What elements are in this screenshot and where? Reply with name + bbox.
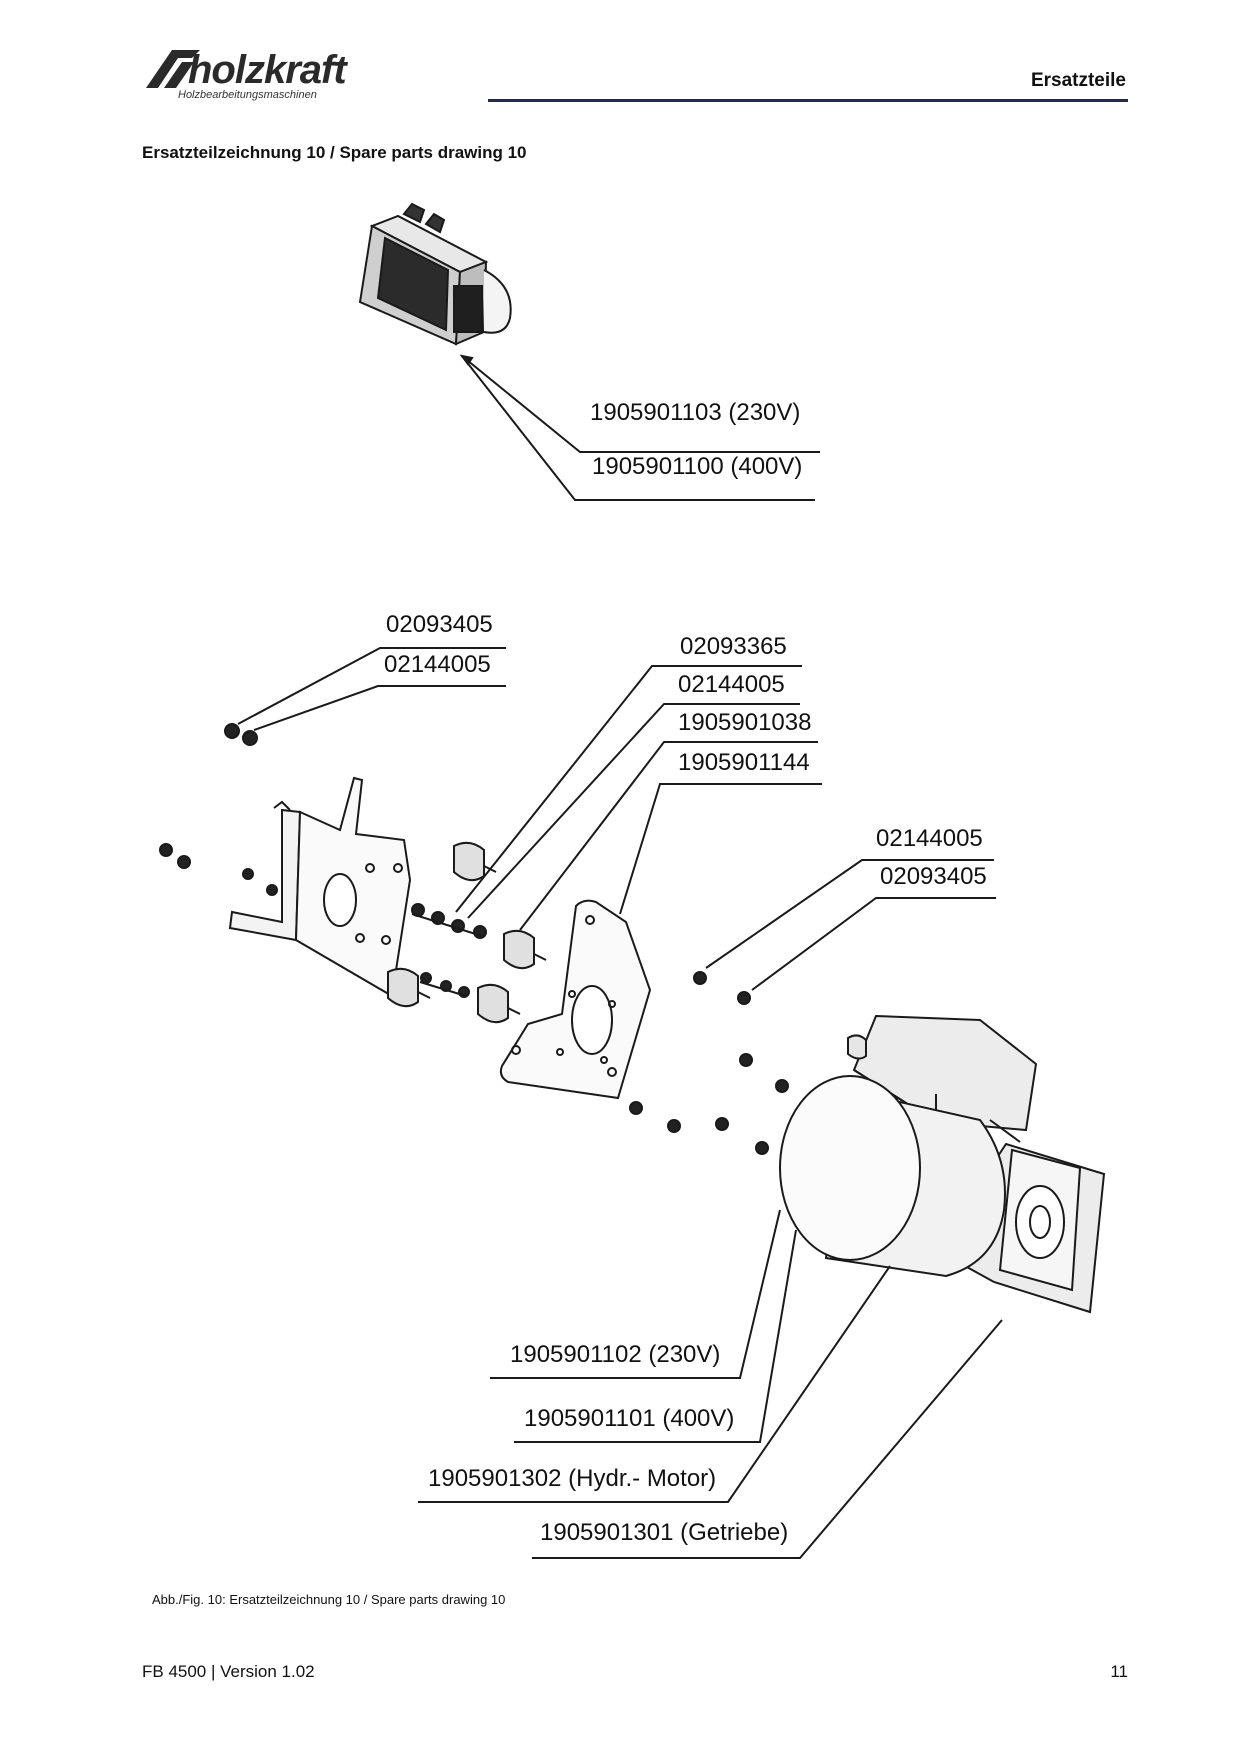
brand-logo: holzkraft Holzbearbeitungsmaschinen	[142, 44, 422, 106]
damper-parts	[387, 841, 547, 1024]
label-mounting-plate: 1905901144	[678, 749, 810, 776]
label-motor-230v: 1905901102 (230V)	[510, 1341, 720, 1368]
header-divider	[488, 99, 1128, 102]
label-hydraulic-motor: 1905901302 (Hydr.- Motor)	[428, 1465, 716, 1492]
footer-document-version: FB 4500 | Version 1.02	[142, 1662, 315, 1681]
label-nut-top-left-b: 02144005	[384, 651, 491, 678]
label-damper: 1905901038	[678, 709, 811, 736]
label-nut-top-left-a: 02093405	[386, 611, 493, 638]
footer-page-number: 11	[1110, 1662, 1128, 1681]
label-bolt-a: 02093365	[680, 633, 787, 660]
label-gearbox: 1905901301 (Getriebe)	[540, 1519, 788, 1546]
figure-caption: Abb./Fig. 10: Ersatzteilzeichnung 10 / S…	[152, 1592, 506, 1607]
logo-subtitle: Holzbearbeitungsmaschinen	[178, 89, 317, 101]
logo-wordmark: holzkraft	[188, 48, 347, 92]
logo-mark-icon	[146, 50, 200, 88]
header-section-title: Ersatzteile	[1030, 70, 1126, 91]
mounting-plate-part	[499, 899, 652, 1100]
label-switch-230v: 1905901103 (230V)	[590, 399, 800, 426]
motor-bracket-part	[228, 776, 412, 998]
label-nut-right-b: 02093405	[880, 863, 987, 890]
switch-box-part	[358, 202, 512, 346]
page-title: Ersatzteilzeichnung 10 / Spare parts dra…	[142, 143, 527, 162]
label-bolt-b: 02144005	[678, 671, 785, 698]
label-motor-400v: 1905901101 (400V)	[524, 1405, 734, 1432]
motor-assembly-part	[779, 1014, 1106, 1314]
label-nut-right-a: 02144005	[876, 825, 983, 852]
label-switch-400v: 1905901100 (400V)	[592, 453, 802, 480]
part-labels: 1905901103 (230V) 1905901100 (400V) 0209…	[384, 399, 987, 1546]
